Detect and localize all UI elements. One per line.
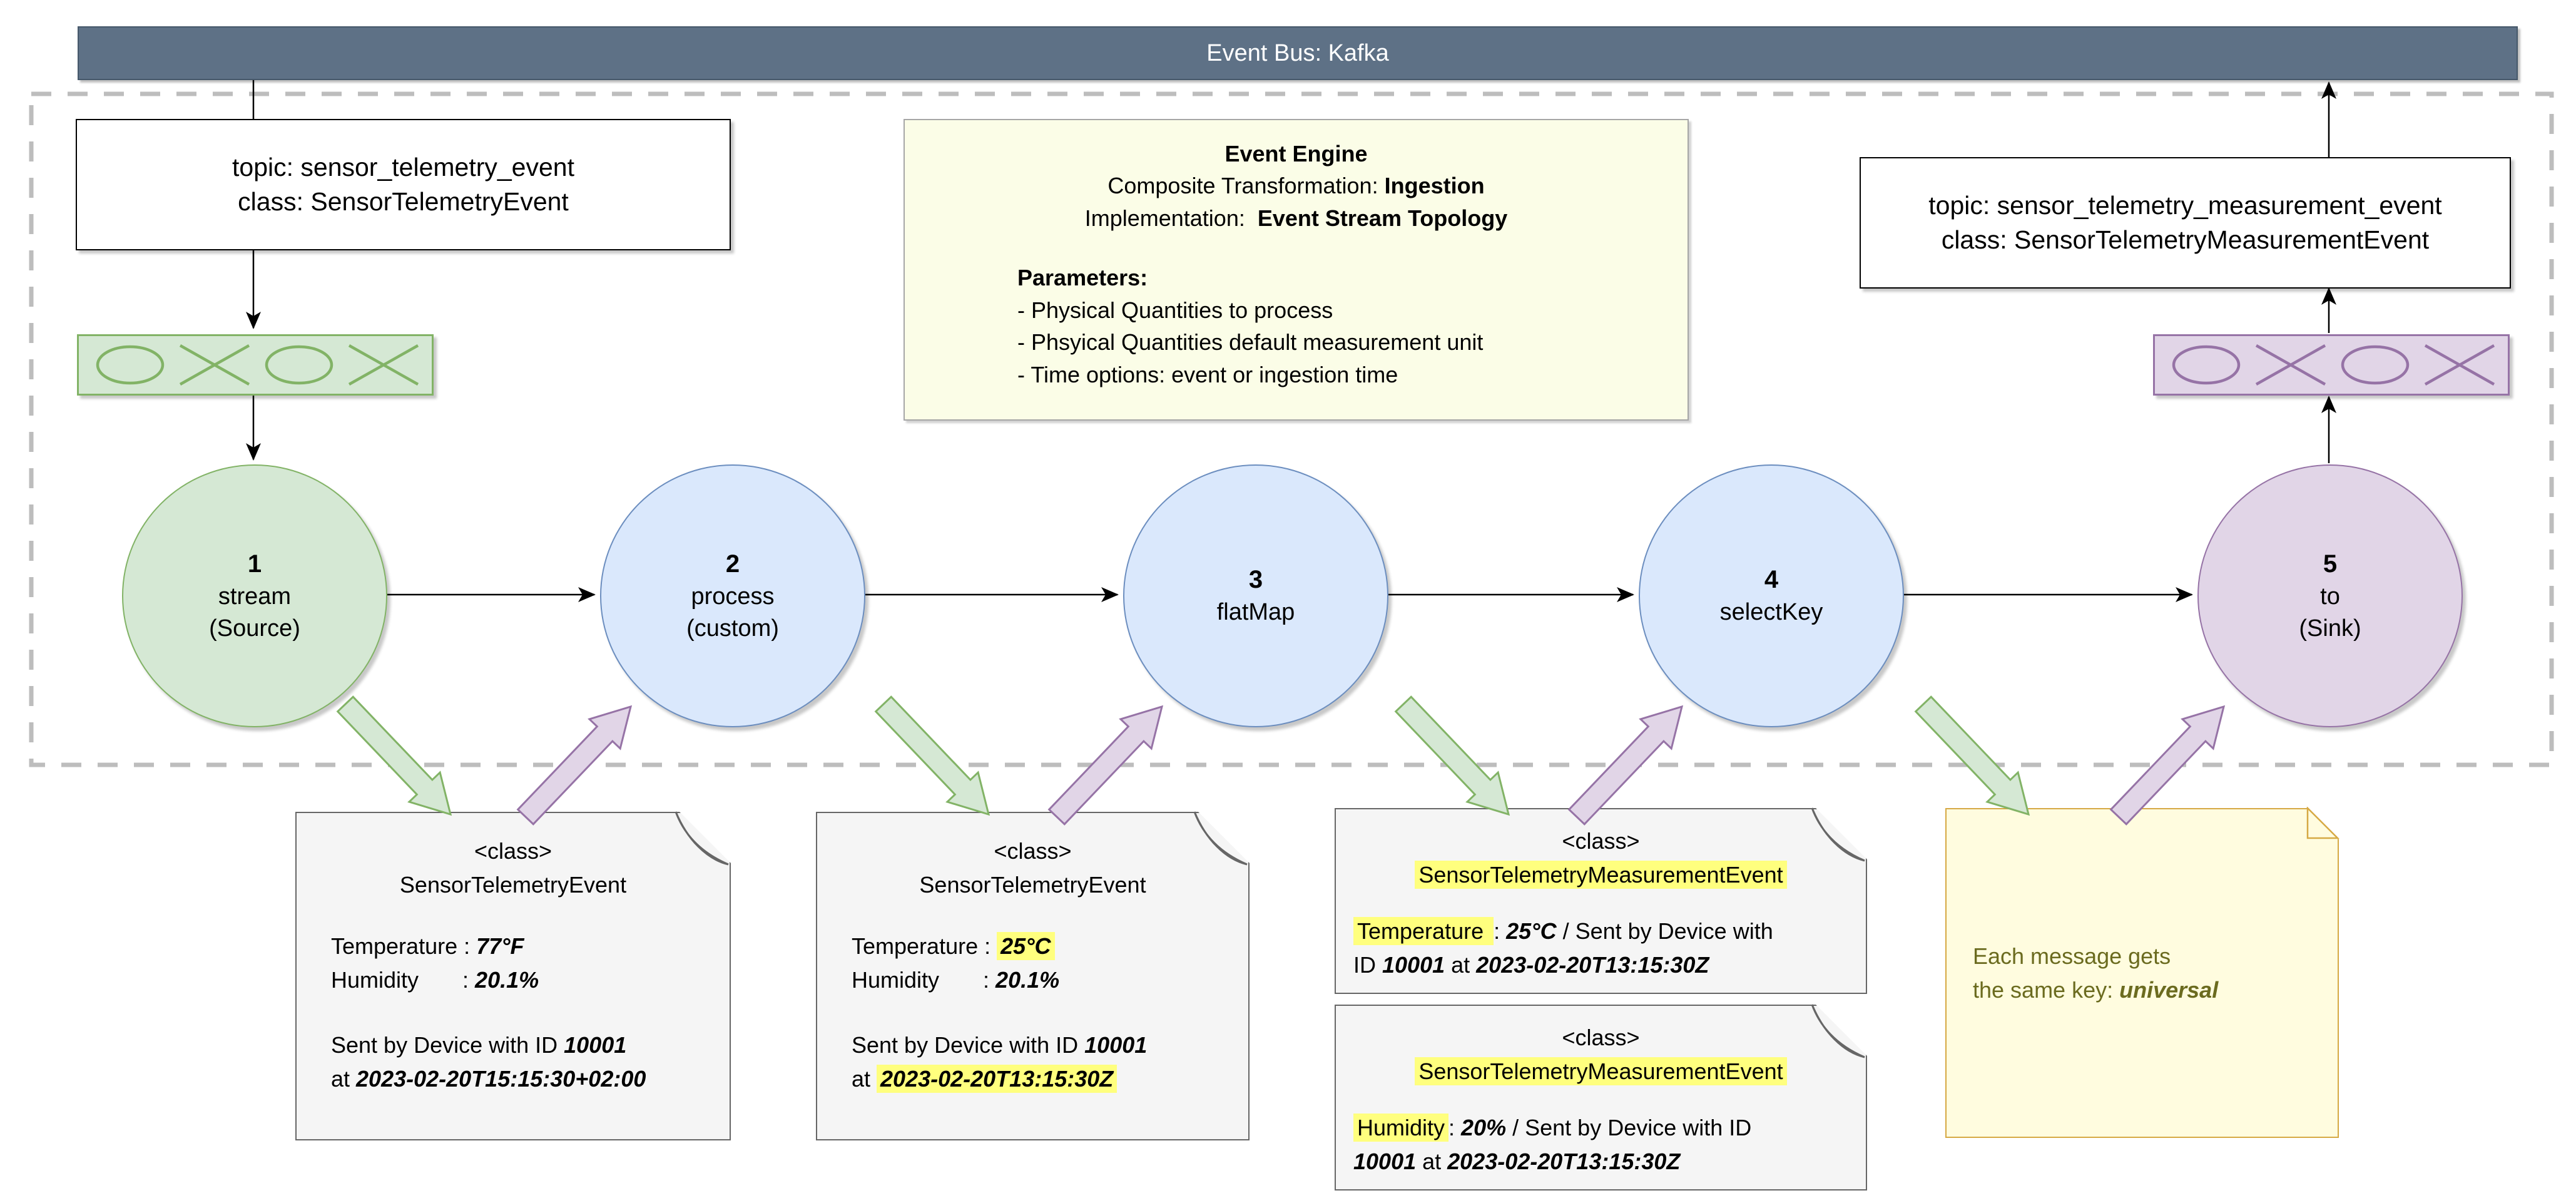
node-number: 3: [1248, 566, 1263, 594]
folded-corner-icon: [1811, 1004, 1865, 1058]
message-note-telemetry-converted: <class> SensorTelemetryEvent Temperature…: [816, 812, 1250, 1140]
temperature-line: Temperature : 77°F: [331, 933, 524, 959]
node-1-stream-source: 1 stream (Source): [122, 464, 387, 727]
green-down-arrow-4: [1910, 695, 2035, 827]
folded-corner-icon: [675, 811, 729, 866]
oxox-pattern-icon: [2172, 344, 2495, 386]
class-tag: <class>: [994, 838, 1072, 864]
measurement-line: Humidity: 20% / Sent by Device with ID: [1353, 1111, 1856, 1145]
node-sublabel: (Source): [209, 615, 300, 642]
node-sublabel: (custom): [686, 615, 779, 642]
event-engine-transformation: Composite Transformation: Ingestion: [1107, 173, 1485, 199]
message-note-measurement-humidity: <class> SensorTelemetryMeasurementEvent …: [1335, 1005, 1867, 1190]
output-topic-box: topic: sensor_telemetry_measurement_even…: [1860, 157, 2511, 289]
parameter-item: - Phsyical Quantities default measuremen…: [1017, 329, 1484, 356]
class-name: SensorTelemetryMeasurementEvent: [1336, 858, 1866, 892]
node-5-to-sink: 5 to (Sink): [2197, 464, 2463, 727]
node-label: stream: [218, 583, 292, 610]
node-3-flatmap: 3 flatMap: [1123, 464, 1388, 727]
node-number: 2: [725, 550, 740, 578]
class-name: SensorTelemetryMeasurementEvent: [1336, 1055, 1866, 1088]
node-number: 4: [1764, 566, 1779, 594]
output-topic-name: topic: sensor_telemetry_measurement_even…: [1928, 190, 2442, 220]
node-number: 1: [247, 550, 262, 578]
node-label: selectKey: [1719, 599, 1823, 626]
message-key-sticky-note: Each message gets the same key: universa…: [1945, 808, 2339, 1138]
message-note-telemetry-raw: <class> SensorTelemetryEvent Temperature…: [295, 812, 731, 1140]
event-engine-implementation: Implementation: Event Stream Topology: [1084, 205, 1508, 231]
humidity-line: Humidity : 20.1%: [331, 967, 539, 993]
sent-line: Sent by Device with ID 10001: [852, 1032, 1148, 1058]
purple-up-arrow-3: [1563, 694, 1688, 826]
class-name: SensorTelemetryEvent: [919, 872, 1146, 898]
green-down-arrow-3: [1390, 695, 1515, 827]
node-number: 5: [2323, 550, 2338, 578]
timestamp-line: at 2023-02-20T13:15:30Z: [852, 1062, 1236, 1096]
input-topic-box: topic: sensor_telemetry_event class: Sen…: [76, 119, 731, 250]
oxox-pattern-icon: [96, 344, 419, 386]
class-name: SensorTelemetryEvent: [399, 872, 627, 898]
folded-corner-icon: [1811, 807, 1865, 862]
input-topic-name: topic: sensor_telemetry_event: [232, 152, 574, 182]
purple-up-arrow-4: [2105, 694, 2230, 826]
output-topic-class: class: SensorTelemetryMeasurementEvent: [1941, 225, 2430, 254]
message-note-measurement-temperature: <class> SensorTelemetryMeasurementEvent …: [1335, 808, 1867, 994]
event-bus-bar: Event Bus: Kafka: [78, 26, 2518, 80]
event-bus-label: Event Bus: Kafka: [1206, 39, 1389, 66]
purple-up-arrow-1: [512, 694, 637, 826]
output-partitions-oxox: [2153, 334, 2510, 396]
node-label: process: [691, 583, 775, 610]
folded-corner-icon: [1193, 811, 1248, 866]
sent-line: ID 10001 at 2023-02-20T13:15:30Z: [1353, 952, 1709, 978]
class-tag: <class>: [474, 838, 552, 864]
folded-corner-icon: [2306, 807, 2340, 839]
event-engine-note: Event Engine Composite Transformation: I…: [904, 119, 1689, 421]
humidity-line: Humidity : 20.1%: [852, 967, 1060, 993]
parameter-item: - Physical Quantities to process: [1017, 297, 1333, 323]
purple-up-arrow-2: [1043, 694, 1168, 826]
sent-line: Sent by Device with ID 10001: [331, 1032, 627, 1058]
event-engine-title: Event Engine: [1224, 141, 1368, 166]
sent-line: 10001 at 2023-02-20T13:15:30Z: [1353, 1149, 1681, 1174]
parameters-title: Parameters:: [1017, 265, 1148, 291]
green-down-arrow-2: [870, 695, 995, 827]
node-4-selectkey: 4 selectKey: [1639, 464, 1904, 727]
parameter-item: - Time options: event or ingestion time: [1017, 361, 1398, 387]
node-sublabel: (Sink): [2299, 615, 2361, 642]
input-partitions-oxox: [77, 334, 434, 396]
key-note-line2: the same key: universal: [1973, 976, 2219, 1003]
class-tag: <class>: [1562, 1025, 1640, 1050]
node-label: flatMap: [1216, 599, 1295, 626]
timestamp-line: at 2023-02-20T15:15:30+02:00: [331, 1066, 646, 1092]
class-tag: <class>: [1562, 828, 1640, 854]
input-topic-class: class: SensorTelemetryEvent: [238, 187, 569, 216]
green-down-arrow-1: [332, 695, 457, 827]
node-label: to: [2320, 583, 2340, 610]
measurement-line: Temperature : 25°C / Sent by Device with: [1353, 914, 1856, 948]
temperature-line: Temperature : 25°C: [852, 929, 1236, 963]
key-note-line1: Each message gets: [1973, 943, 2171, 969]
node-2-process-custom: 2 process (custom): [600, 464, 865, 727]
